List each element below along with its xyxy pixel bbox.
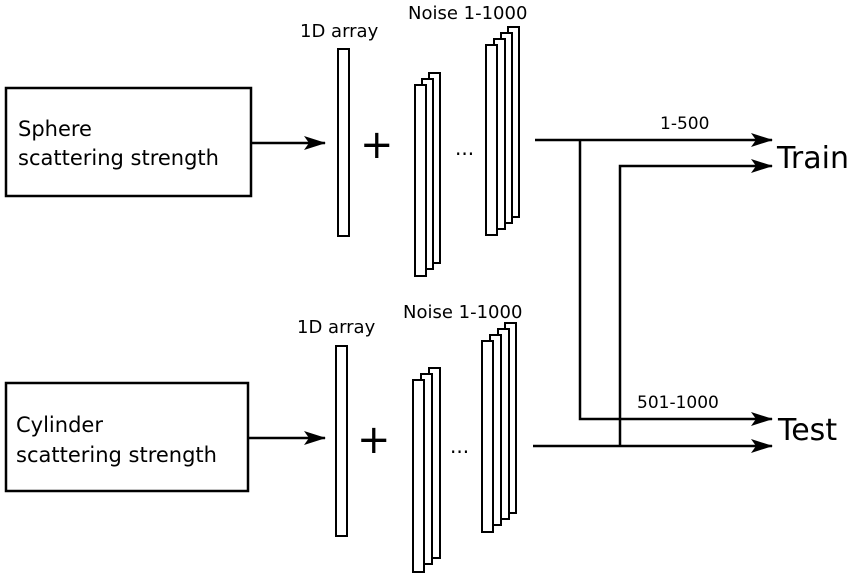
sphere-noise-stack-back bbox=[485, 26, 520, 236]
cylinder-branch: Cylinder scattering strength 1D array + … bbox=[4, 302, 522, 573]
sphere-array-label: 1D array bbox=[300, 21, 379, 42]
sphere-1d-array bbox=[337, 48, 350, 237]
cylinder-input-label-line2: scattering strength bbox=[16, 443, 217, 467]
cylinder-to-train-arrow bbox=[618, 159, 773, 446]
sphere-plus-operator: + bbox=[360, 122, 394, 168]
test-output-label: Test bbox=[777, 413, 837, 448]
cylinder-array-label: 1D array bbox=[297, 317, 376, 338]
sphere-to-test-arrow bbox=[578, 140, 773, 426]
sphere-ellipsis: ... bbox=[455, 136, 474, 160]
train-output-label: Train bbox=[776, 141, 849, 176]
test-range-label: 501-1000 bbox=[637, 393, 719, 413]
sphere-input-label-line2: scattering strength bbox=[18, 146, 219, 170]
sphere-noise-stack-front bbox=[414, 72, 441, 277]
cylinder-noise-stack-back bbox=[481, 322, 517, 533]
cylinder-1d-array bbox=[335, 345, 348, 537]
cylinder-plus-operator: + bbox=[357, 417, 391, 463]
cylinder-ellipsis: ... bbox=[450, 434, 469, 458]
routing-connectors bbox=[533, 133, 773, 453]
cylinder-input-label-line1: Cylinder bbox=[16, 413, 103, 437]
sphere-noise-label: Noise 1-1000 bbox=[408, 3, 527, 24]
sphere-input-label-line1: Sphere bbox=[18, 117, 92, 141]
cylinder-noise-stack-front bbox=[412, 367, 441, 573]
train-range-label: 1-500 bbox=[660, 114, 709, 134]
sphere-input-box bbox=[4, 86, 253, 198]
cylinder-input-box bbox=[4, 381, 250, 493]
sphere-branch: Sphere scattering strength 1D array + ..… bbox=[4, 3, 527, 277]
cylinder-noise-label: Noise 1-1000 bbox=[403, 302, 522, 323]
